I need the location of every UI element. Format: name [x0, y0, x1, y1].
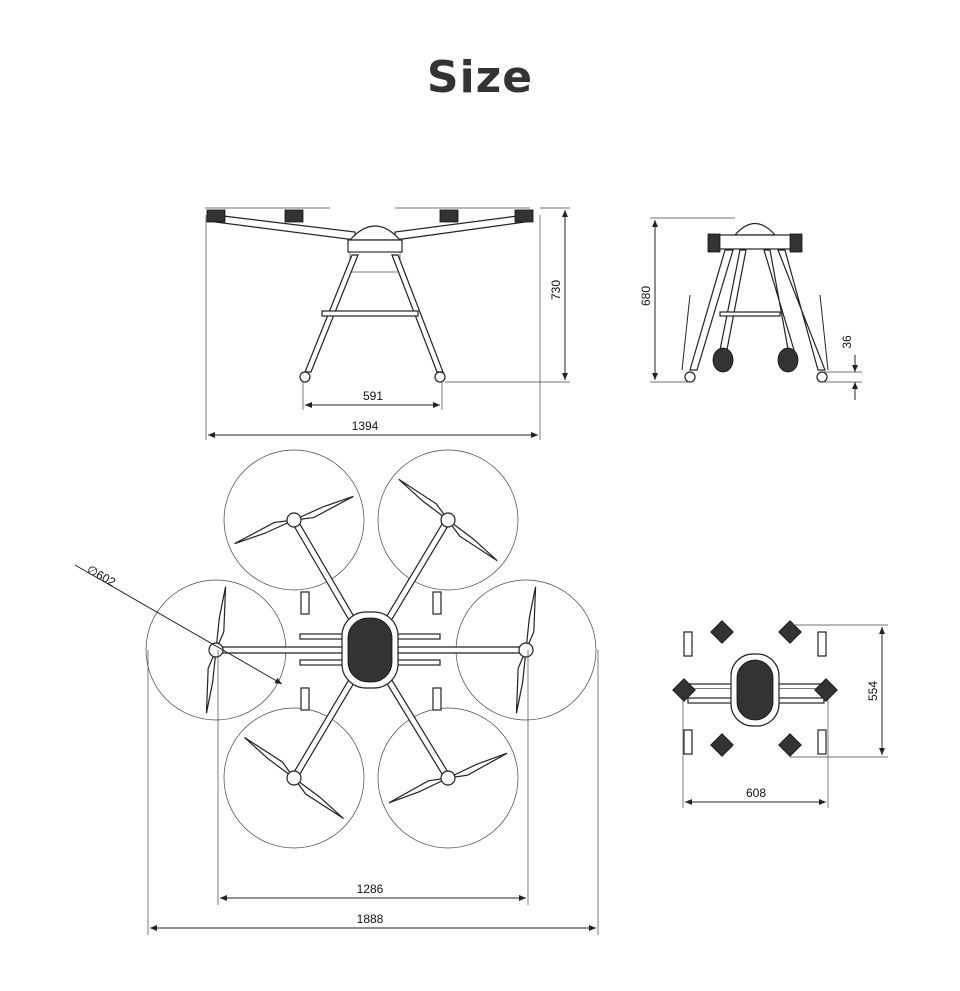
- propeller-blade: [447, 519, 498, 562]
- folded-length-label: 554: [866, 681, 880, 701]
- motor: [440, 512, 456, 528]
- landing-skid: [432, 591, 442, 615]
- leg-span-label: 591: [363, 389, 383, 403]
- propeller-blade: [244, 736, 295, 779]
- front-view: [205, 207, 534, 383]
- canopy: [347, 617, 393, 683]
- propeller-blade: [525, 586, 537, 651]
- propeller-blade: [215, 586, 227, 651]
- propeller-disc: [377, 707, 519, 849]
- height-label: 730: [549, 280, 563, 300]
- motor: [440, 770, 456, 786]
- folded-width-label: 608: [746, 786, 766, 800]
- landing-skid: [817, 729, 827, 755]
- motor-span-label: 1286: [357, 882, 384, 896]
- folded-top-view: [672, 620, 838, 757]
- propeller-blade: [293, 777, 344, 820]
- landing-skid: [683, 631, 693, 657]
- folded-motor: [778, 620, 802, 644]
- propeller-blade: [388, 777, 449, 804]
- folded-length-dimension: 554: [790, 624, 888, 758]
- landing-skid: [300, 591, 310, 615]
- propeller-disc: [223, 707, 365, 849]
- front-width-dimension: 1394: [205, 215, 541, 440]
- motor: [518, 642, 534, 658]
- propeller-disc: [223, 449, 365, 591]
- propeller-blade: [515, 649, 527, 714]
- landing-skid: [432, 687, 442, 711]
- folded-width-dimension: 608: [682, 700, 829, 808]
- overall-span-label: 1888: [357, 912, 384, 926]
- front-leg-span-dimension: 591: [302, 382, 443, 410]
- side-view: [681, 222, 829, 383]
- side-height-label: 680: [639, 286, 653, 306]
- page-title: Size: [426, 52, 534, 103]
- ground-clearance-dimension: 36: [822, 335, 862, 400]
- propeller-blade: [398, 478, 449, 521]
- propeller-blade: [234, 519, 295, 545]
- landing-skid: [683, 729, 693, 755]
- overall-span-dimension: 1888: [147, 650, 599, 935]
- top-view: [145, 449, 597, 849]
- prop-diameter-dimension: ∅602: [74, 562, 283, 685]
- canopy: [736, 659, 774, 721]
- side-height-dimension: 680: [639, 217, 735, 383]
- front-height-dimension: 730: [445, 207, 570, 383]
- propeller-disc: [377, 449, 519, 591]
- landing-skid: [300, 687, 310, 711]
- folded-motor: [814, 678, 838, 702]
- folded-motor: [778, 733, 802, 757]
- folded-motor: [672, 678, 696, 702]
- prop-diameter-label: ∅602: [85, 562, 119, 589]
- motor-span-dimension: 1286: [217, 650, 529, 905]
- motor: [208, 642, 224, 658]
- landing-skid: [817, 631, 827, 657]
- folded-motor: [710, 733, 734, 757]
- width-label: 1394: [352, 419, 379, 433]
- propeller-blade: [205, 649, 217, 714]
- propeller-blade: [447, 752, 508, 779]
- propeller-blade: [293, 495, 354, 521]
- ground-clearance-label: 36: [840, 335, 854, 349]
- motor: [286, 770, 302, 786]
- folded-motor: [710, 620, 734, 644]
- motor: [286, 512, 302, 528]
